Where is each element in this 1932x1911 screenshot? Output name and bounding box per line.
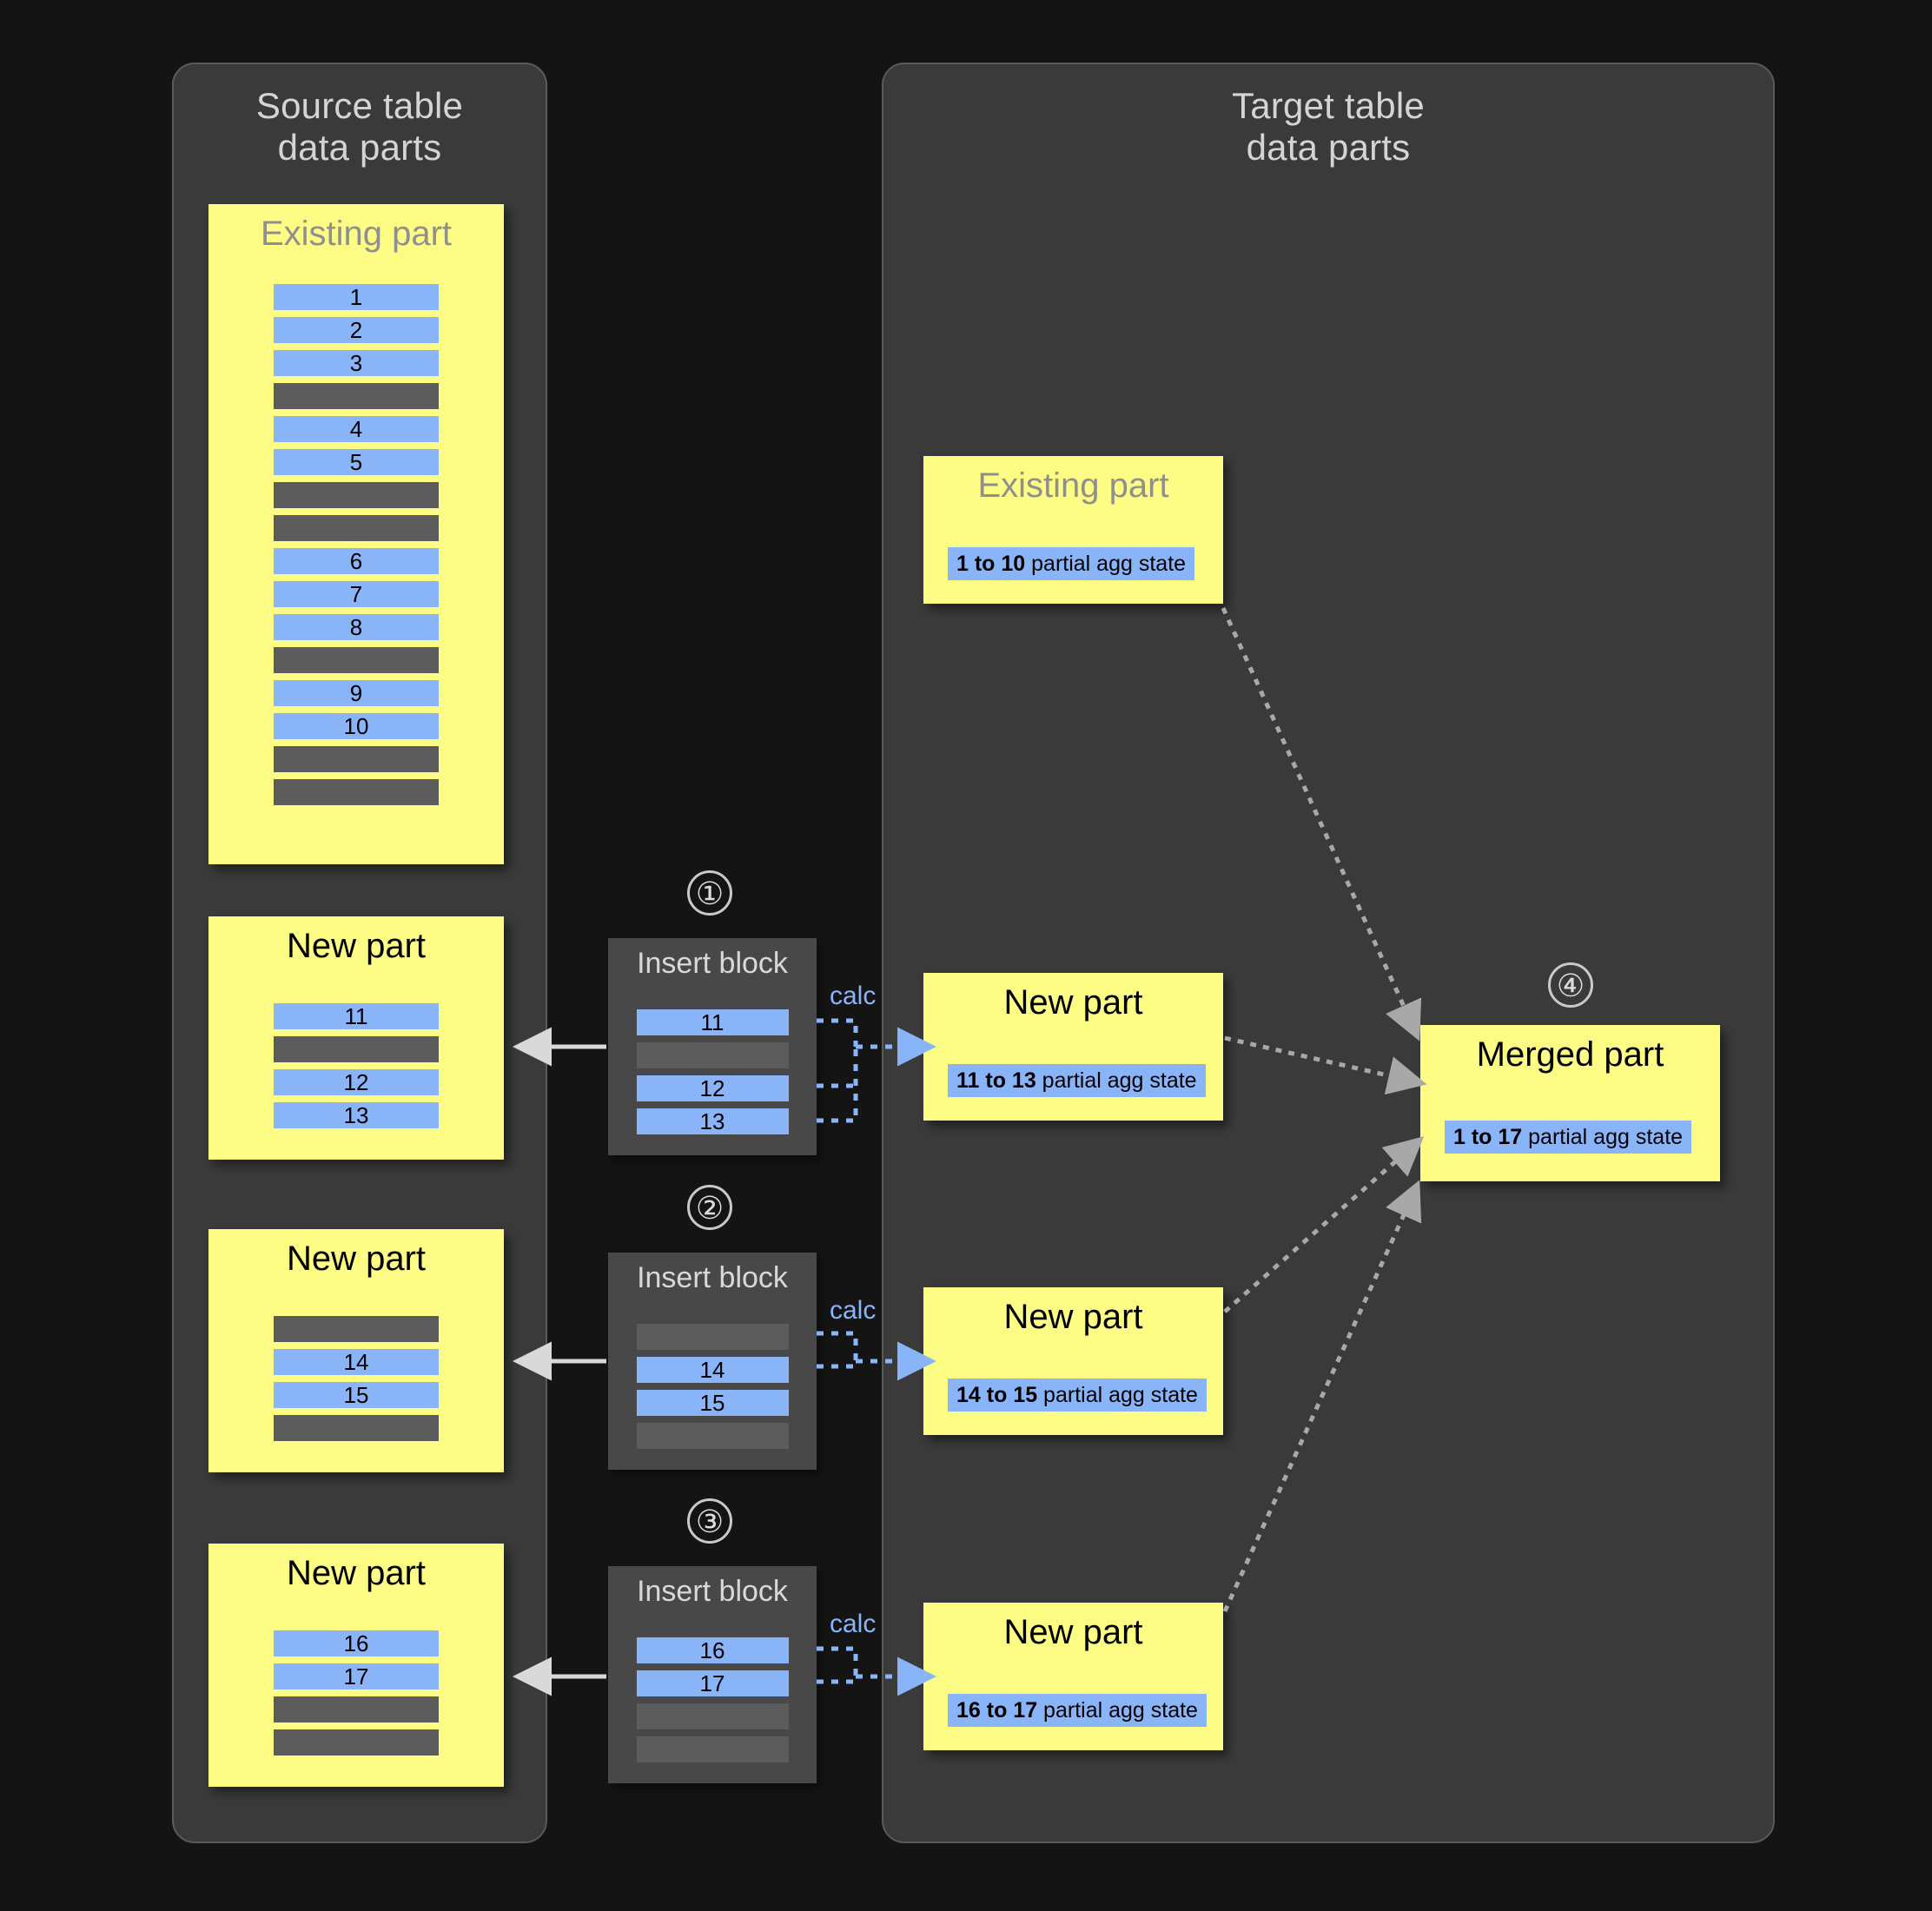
row-value: 12 bbox=[274, 1069, 439, 1095]
insert-block-1-title: Insert block bbox=[637, 947, 788, 980]
row-value: 9 bbox=[274, 680, 439, 706]
agg-suffix: partial agg state bbox=[1037, 1698, 1198, 1723]
source-existing-part: Existing part 1 2 3 4 5 6 7 8 9 10 bbox=[208, 204, 504, 864]
row-value: 14 bbox=[274, 1349, 439, 1375]
row-empty bbox=[274, 1696, 439, 1723]
source-new-part-1-title: New part bbox=[286, 927, 427, 965]
agg-suffix: partial agg state bbox=[1037, 1383, 1198, 1407]
target-existing-part: Existing part 1 to 10 partial agg state bbox=[923, 456, 1223, 604]
source-table-panel-title: Source table data parts bbox=[255, 85, 464, 169]
agg-range: 1 to 17 bbox=[1453, 1125, 1523, 1149]
row-value: 17 bbox=[636, 1670, 789, 1696]
step-marker-4: ④ bbox=[1548, 962, 1593, 1008]
row-value: 10 bbox=[274, 713, 439, 739]
row-value: 16 bbox=[636, 1637, 789, 1663]
source-existing-part-title: Existing part bbox=[260, 215, 453, 253]
row-value: 15 bbox=[274, 1382, 439, 1408]
step-marker-3: ③ bbox=[687, 1498, 732, 1544]
source-new-part-1-rows: 11 12 13 bbox=[208, 1003, 504, 1135]
target-new-part-3-title: New part bbox=[1003, 1613, 1143, 1651]
target-new-part-3: New part 16 to 17 partial agg state bbox=[923, 1603, 1223, 1750]
row-empty bbox=[636, 1423, 789, 1449]
target-new-part-2-agg: 14 to 15 partial agg state bbox=[948, 1379, 1207, 1412]
insert-block-2-title: Insert block bbox=[637, 1261, 788, 1294]
row-value: 14 bbox=[636, 1357, 789, 1383]
row-value: 7 bbox=[274, 581, 439, 607]
row-empty bbox=[274, 1316, 439, 1342]
target-new-part-1: New part 11 to 13 partial agg state bbox=[923, 973, 1223, 1121]
row-empty bbox=[274, 1415, 439, 1441]
calc-connector-1 bbox=[817, 1018, 858, 1123]
row-value: 16 bbox=[274, 1630, 439, 1656]
agg-range: 1 to 10 bbox=[956, 552, 1026, 576]
merged-part: Merged part 1 to 17 partial agg state bbox=[1420, 1025, 1720, 1181]
row-value: 17 bbox=[274, 1663, 439, 1689]
insert-block-1: Insert block 11 12 13 bbox=[608, 938, 817, 1155]
agg-suffix: partial agg state bbox=[1025, 552, 1187, 576]
row-value: 11 bbox=[636, 1009, 789, 1035]
target-new-part-1-agg: 11 to 13 partial agg state bbox=[948, 1064, 1206, 1097]
target-new-part-2-title: New part bbox=[1003, 1298, 1143, 1336]
insert-block-1-rows: 11 12 13 bbox=[608, 1009, 817, 1141]
row-empty bbox=[274, 1729, 439, 1756]
target-table-panel bbox=[882, 63, 1775, 1843]
step-marker-1: ① bbox=[687, 870, 732, 916]
agg-range: 14 to 15 bbox=[956, 1383, 1038, 1407]
row-empty bbox=[274, 515, 439, 541]
row-value: 3 bbox=[274, 350, 439, 376]
agg-suffix: partial agg state bbox=[1522, 1125, 1684, 1149]
row-value: 2 bbox=[274, 317, 439, 343]
row-empty bbox=[636, 1703, 789, 1729]
target-existing-part-title: Existing part bbox=[977, 466, 1169, 505]
row-value: 11 bbox=[274, 1003, 439, 1029]
source-new-part-1: New part 11 12 13 bbox=[208, 916, 504, 1160]
calc-connector-2 bbox=[817, 1331, 858, 1369]
row-value: 6 bbox=[274, 548, 439, 574]
row-empty bbox=[274, 482, 439, 508]
agg-range: 16 to 17 bbox=[956, 1698, 1038, 1723]
step-marker-2: ② bbox=[687, 1185, 732, 1230]
calc-label-3: calc bbox=[830, 1610, 877, 1638]
target-new-part-1-title: New part bbox=[1003, 983, 1143, 1022]
merged-part-title: Merged part bbox=[1476, 1035, 1664, 1074]
row-empty bbox=[274, 746, 439, 772]
row-empty bbox=[274, 779, 439, 805]
calc-label-2: calc bbox=[830, 1296, 877, 1325]
row-value: 15 bbox=[636, 1390, 789, 1416]
row-empty bbox=[636, 1736, 789, 1762]
row-value: 13 bbox=[636, 1108, 789, 1134]
row-empty bbox=[274, 1036, 439, 1062]
row-value: 12 bbox=[636, 1075, 789, 1101]
target-table-panel-title: Target table data parts bbox=[1232, 85, 1425, 169]
row-empty bbox=[274, 647, 439, 673]
calc-connector-3 bbox=[817, 1646, 858, 1684]
target-new-part-2: New part 14 to 15 partial agg state bbox=[923, 1287, 1223, 1435]
row-value: 13 bbox=[274, 1102, 439, 1128]
target-new-part-3-agg: 16 to 17 partial agg state bbox=[948, 1694, 1207, 1727]
source-new-part-2-title: New part bbox=[286, 1240, 427, 1278]
source-new-part-3-title: New part bbox=[286, 1554, 427, 1592]
row-empty bbox=[274, 383, 439, 409]
calc-label-1: calc bbox=[830, 982, 877, 1010]
row-empty bbox=[636, 1042, 789, 1068]
target-existing-part-agg: 1 to 10 partial agg state bbox=[948, 547, 1195, 580]
row-value: 1 bbox=[274, 284, 439, 310]
agg-range: 11 to 13 bbox=[956, 1068, 1036, 1093]
row-value: 4 bbox=[274, 416, 439, 442]
merged-part-agg: 1 to 17 partial agg state bbox=[1445, 1121, 1692, 1154]
insert-block-3-title: Insert block bbox=[637, 1575, 788, 1608]
source-existing-part-rows: 1 2 3 4 5 6 7 8 9 10 bbox=[208, 284, 504, 812]
row-empty bbox=[636, 1324, 789, 1350]
agg-suffix: partial agg state bbox=[1035, 1068, 1197, 1093]
row-value: 8 bbox=[274, 614, 439, 640]
row-value: 5 bbox=[274, 449, 439, 475]
